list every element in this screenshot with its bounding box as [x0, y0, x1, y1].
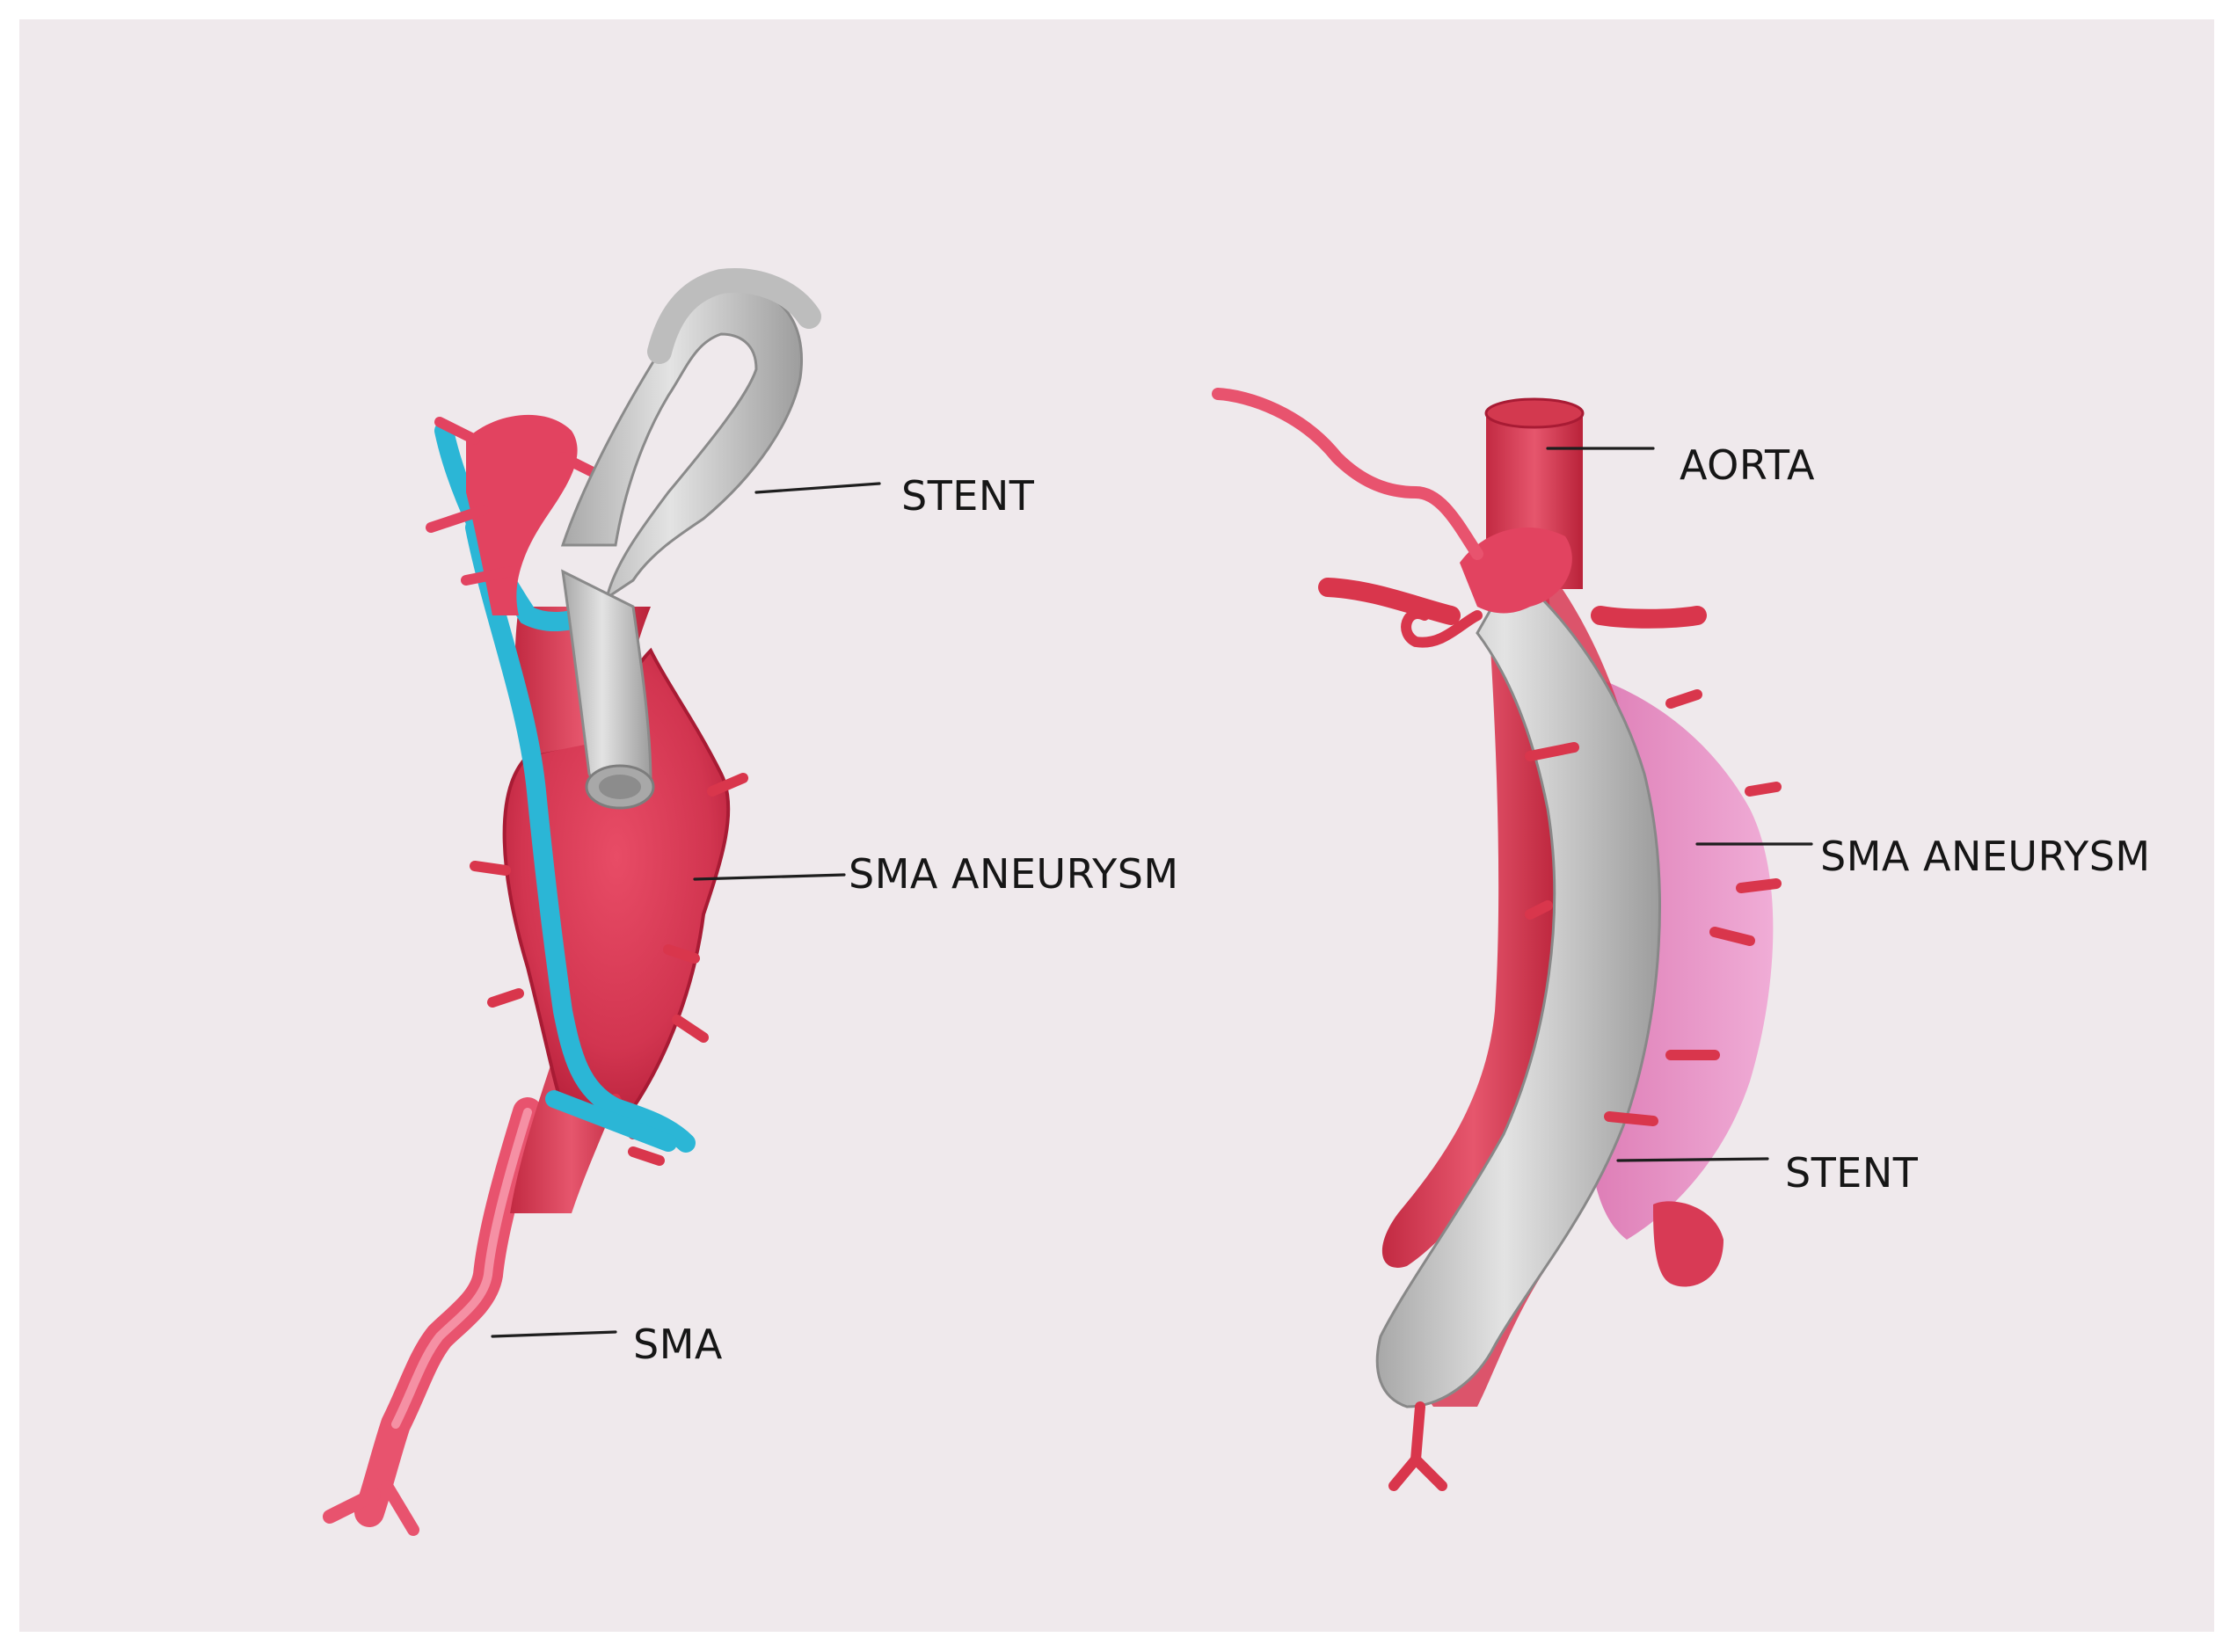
left-aneurysm-leader — [693, 873, 846, 881]
right-aorta-label: AORTA — [1680, 441, 1815, 489]
left-aneurysm-label: SMA ANEURYSM — [849, 850, 1179, 898]
left-sma-label: SMA — [633, 1321, 723, 1368]
right-arch-artery — [1460, 528, 1572, 614]
left-figure: STENT SMA ANEURYSM SMA — [323, 268, 1179, 1536]
right-left-loop — [1401, 608, 1483, 648]
right-side-branches — [1525, 689, 1782, 1126]
paper-background — [19, 19, 2214, 1632]
right-tortuous-branch — [1212, 388, 1483, 560]
right-aneurysm-label: SMA ANEURYSM — [1820, 833, 2151, 880]
right-stent-label: STENT — [1785, 1149, 1919, 1197]
left-stent-end-inner — [599, 775, 641, 799]
left-artery-top — [466, 414, 578, 615]
right-figure: AORTA SMA ANEURYSM STENT — [1212, 388, 2151, 1491]
right-stent-leader — [1616, 1157, 1769, 1162]
left-stent-top-ribbon — [647, 268, 821, 364]
left-vein-crossing — [545, 1090, 677, 1152]
right-left-branch — [1318, 578, 1461, 625]
left-sma-leader — [491, 1330, 617, 1338]
right-bottom-bulb — [1653, 1201, 1724, 1287]
left-stent-label: STENT — [901, 472, 1035, 520]
left-sma-branch-1 — [323, 1488, 381, 1524]
left-distal-sma-highlight — [391, 1108, 532, 1429]
aorta-top-opening — [1484, 397, 1585, 429]
right-right-branch — [1591, 606, 1707, 629]
left-sma-branch-2 — [381, 1480, 419, 1536]
right-distal-branches — [1388, 1401, 1447, 1491]
left-stent-leader — [754, 482, 881, 494]
